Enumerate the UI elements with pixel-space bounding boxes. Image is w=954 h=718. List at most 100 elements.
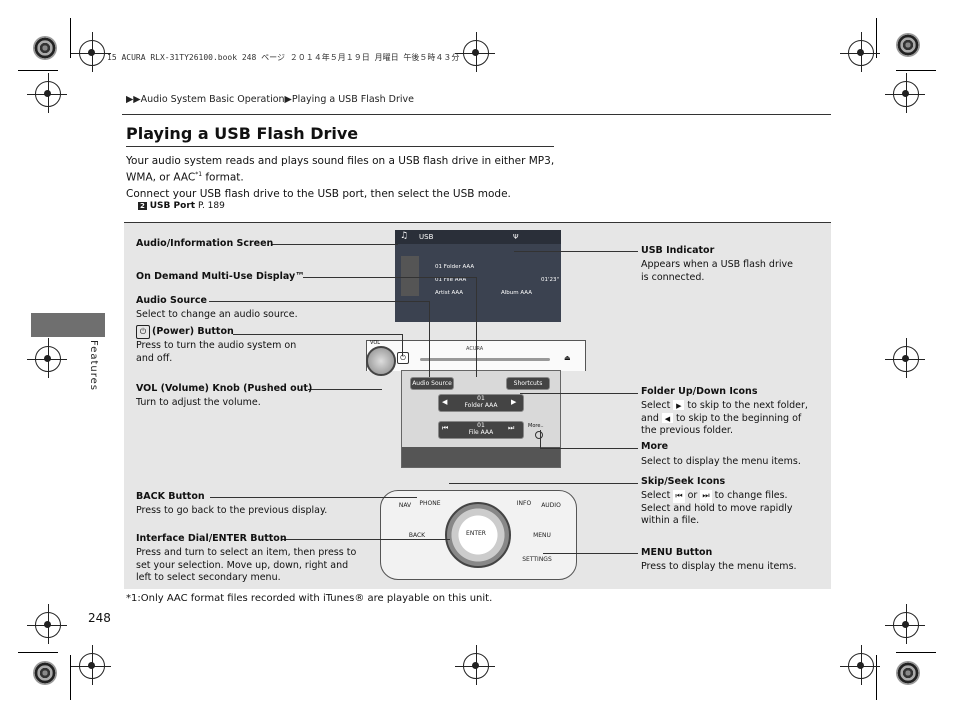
- screen-header-bar: [395, 230, 561, 244]
- callout-line: [514, 251, 638, 252]
- skip-forward-icon: ⏭: [700, 490, 712, 503]
- callout-line: [282, 539, 450, 540]
- vol-label: VOL: [370, 340, 381, 346]
- print-header: 15 ACURA RLX-31TY26100.book 248 ページ ２０１４…: [107, 53, 460, 62]
- intro-line: Connect your USB flash drive to the USB …: [126, 187, 511, 200]
- audio-information-screen: ♫ USB Ψ 01 Folder AAA 01 File AAA 01'23"…: [395, 230, 561, 322]
- enter-button[interactable]: ENTER: [466, 530, 486, 537]
- crop-mark: [18, 70, 58, 71]
- callout-vol-knob: VOL (Volume) Knob (Pushed out): [136, 383, 313, 394]
- cross-reference[interactable]: 2 USB Port P. 189: [138, 201, 225, 211]
- folder-up-icon[interactable]: ▶: [511, 398, 517, 406]
- breadcrumb-page: Playing a USB Flash Drive: [291, 94, 414, 105]
- callout-audio-info-screen: Audio/Information Screen: [136, 238, 274, 249]
- crop-mark: [70, 655, 71, 700]
- skip-forward-icon[interactable]: ⏭: [508, 424, 515, 432]
- track-row: Album AAA: [501, 290, 532, 296]
- color-target-icon: [33, 36, 57, 60]
- callout-line: [520, 393, 638, 394]
- callout-line: [543, 553, 638, 554]
- breadcrumb-arrow: ▶: [284, 94, 292, 105]
- callout-interface-dial-desc: Press and turn to select an item, then p…: [136, 547, 357, 583]
- bottom-bar: [402, 447, 560, 467]
- xref-page: P. 189: [197, 201, 225, 211]
- intro-line: Your audio system reads and plays sound …: [126, 155, 555, 167]
- crop-mark: [70, 18, 71, 58]
- registration-mark-icon: [455, 645, 495, 685]
- more-icon[interactable]: [535, 431, 543, 439]
- color-target-icon: [896, 33, 920, 57]
- registration-mark-icon: [27, 338, 67, 378]
- callout-back-button: BACK Button: [136, 491, 205, 502]
- interface-dial[interactable]: [445, 502, 511, 568]
- track-time: 01'23": [541, 277, 560, 283]
- file-display: 01 File AAA: [438, 421, 524, 439]
- crop-mark: [896, 70, 936, 71]
- breadcrumb-section[interactable]: Audio System Basic Operation: [140, 94, 285, 105]
- album-art: [401, 256, 419, 296]
- usb-indicator-icon: Ψ: [513, 233, 519, 241]
- color-target-icon: [896, 661, 920, 685]
- callout-audio-source-desc: Select to change an audio source.: [136, 309, 298, 320]
- track-row: 01 File AAA: [435, 277, 467, 283]
- xref-icon: 2: [138, 202, 147, 210]
- callout-line: [540, 430, 541, 448]
- callout-more-desc: Select to display the menu items.: [641, 456, 801, 467]
- power-icon[interactable]: ⏻: [397, 352, 409, 364]
- skip-back-icon: ⏮: [673, 490, 685, 503]
- breadcrumb: ▶▶Audio System Basic Operation▶Playing a…: [126, 94, 414, 105]
- audio-button[interactable]: AUDIO: [541, 502, 561, 509]
- intro-line: WMA, or AAC*1 format.: [126, 171, 244, 184]
- callout-skip-desc: Select ⏮ or ⏭ to change files. Select an…: [641, 490, 793, 526]
- file-name: File AAA: [468, 429, 494, 436]
- back-button[interactable]: BACK: [408, 532, 426, 539]
- eject-icon: ⏏: [564, 354, 571, 362]
- callout-line: [303, 277, 476, 278]
- callout-line: [209, 301, 429, 302]
- xref-label[interactable]: USB Port: [149, 201, 196, 211]
- page-number: 248: [88, 611, 111, 625]
- more-button[interactable]: More..: [528, 423, 544, 429]
- color-target-icon: [33, 661, 57, 685]
- callout-folder-desc: Select ▶ to skip to the next folder, and…: [641, 400, 808, 436]
- callout-line: [540, 448, 638, 449]
- settings-button[interactable]: SETTINGS: [522, 556, 552, 563]
- callout-skip-seek: Skip/Seek Icons: [641, 476, 726, 487]
- cd-slot: [420, 358, 550, 361]
- section-tab-label: Features: [88, 340, 99, 391]
- vol-knob[interactable]: [366, 346, 396, 376]
- callout-power-desc: Press to turn the audio system on and of…: [136, 340, 297, 364]
- registration-mark-icon: [71, 645, 111, 685]
- registration-mark-icon: [71, 32, 111, 72]
- callout-line: [210, 497, 417, 498]
- callout-line: [429, 301, 430, 377]
- page-title: Playing a USB Flash Drive: [126, 124, 554, 147]
- callout-line: [272, 244, 398, 245]
- power-icon: ⏻: [136, 325, 150, 339]
- shortcuts-button[interactable]: Shortcuts: [506, 377, 550, 390]
- callout-menu-button: MENU Button: [641, 547, 713, 558]
- track-row: Artist AAA: [435, 290, 464, 296]
- crop-mark: [876, 18, 877, 58]
- callout-folder-icons: Folder Up/Down Icons: [641, 386, 758, 397]
- crop-mark: [876, 655, 877, 700]
- callout-more: More: [641, 441, 669, 452]
- audio-source-button[interactable]: Audio Source: [410, 377, 454, 390]
- music-note-icon: ♫: [400, 231, 409, 241]
- menu-button[interactable]: MENU: [533, 532, 551, 539]
- nav-button[interactable]: NAV: [398, 502, 412, 509]
- callout-line: [402, 334, 403, 356]
- registration-mark-icon: [885, 73, 925, 113]
- info-button[interactable]: INFO: [516, 500, 532, 507]
- registration-mark-icon: [885, 338, 925, 378]
- folder-down-icon[interactable]: ◀: [442, 398, 448, 406]
- skip-back-icon[interactable]: ⏮: [442, 424, 449, 432]
- callout-interface-dial: Interface Dial/ENTER Button: [136, 533, 287, 544]
- callout-audio-source: Audio Source: [136, 295, 207, 306]
- phone-button[interactable]: PHONE: [419, 500, 441, 507]
- registration-mark-icon: [840, 32, 880, 72]
- callout-line: [308, 389, 382, 390]
- folder-name: Folder AAA: [464, 402, 498, 409]
- header-rule: [122, 114, 831, 115]
- screen-source: USB: [419, 233, 434, 241]
